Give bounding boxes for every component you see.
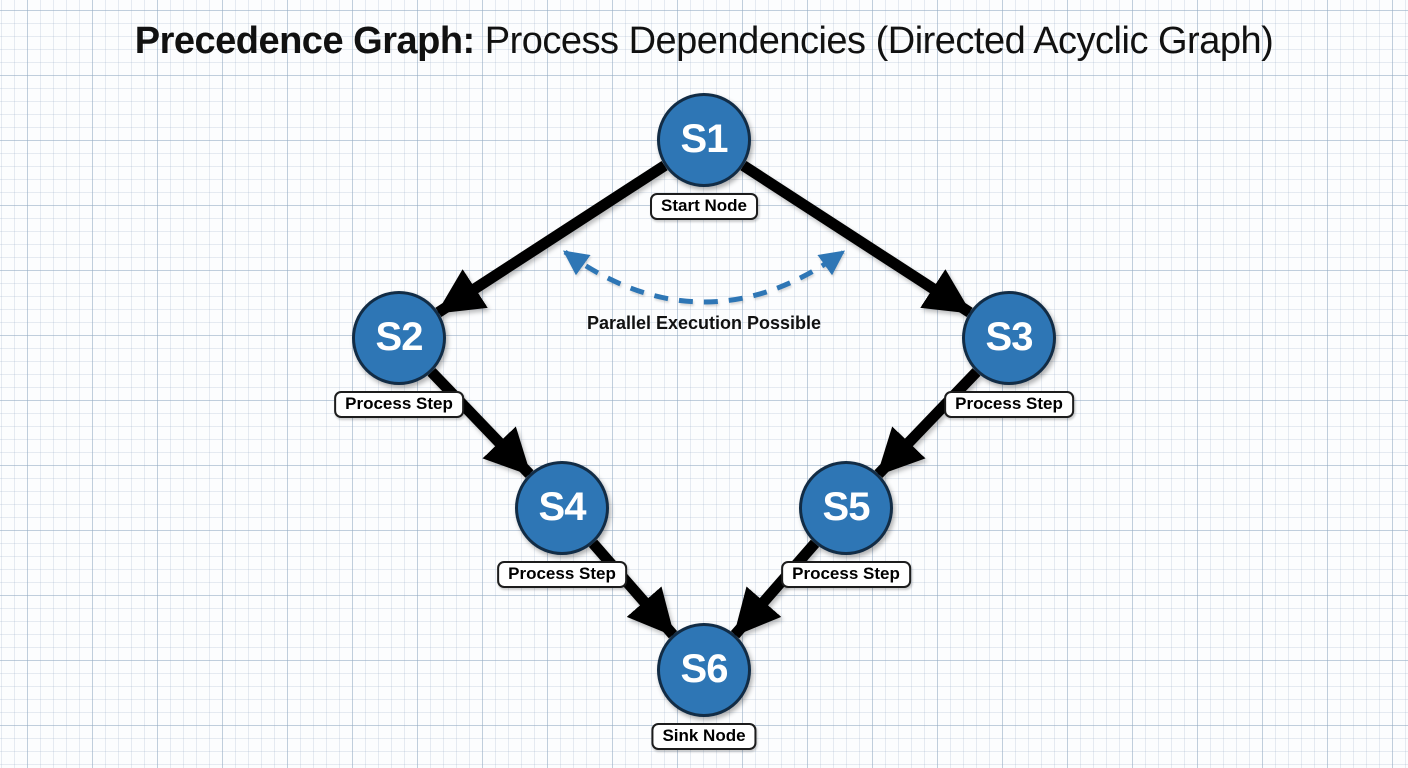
node-s4-label: S4 [538, 484, 587, 529]
node-s1-circle: S1 [657, 93, 751, 187]
node-s2: S2 Process Step [334, 291, 464, 418]
edge-s1-s3 [740, 160, 973, 318]
node-s1-badge: Start Node [650, 193, 758, 220]
node-s6-label: S6 [680, 646, 729, 691]
node-s3-label: S3 [985, 314, 1034, 359]
node-s1-label: S1 [680, 116, 729, 161]
edge-s1-s2 [435, 160, 668, 318]
node-s6-badge: Sink Node [651, 723, 757, 750]
node-s6: S6 Sink Node [651, 623, 757, 750]
title-prefix: Precedence Graph: [134, 20, 475, 62]
node-s3-badge: Process Step [944, 391, 1074, 418]
edge-s4-s6 [588, 539, 678, 639]
node-s4: S4 Process Step [497, 461, 627, 588]
node-s2-circle: S2 [352, 291, 446, 385]
diagram-title: Precedence Graph: Process Dependencies (… [0, 20, 1408, 63]
edge-s3-s5 [874, 368, 981, 478]
node-s4-badge: Process Step [497, 561, 627, 588]
title-suffix: Process Dependencies (Directed Acyclic G… [474, 20, 1274, 62]
node-s2-badge: Process Step [334, 391, 464, 418]
node-s5-circle: S5 [799, 461, 893, 555]
edge-s2-s4 [427, 368, 534, 478]
parallel-execution-label: Parallel Execution Possible [586, 313, 822, 333]
edge-s5-s6 [730, 539, 820, 639]
node-s5-label: S5 [822, 484, 871, 529]
node-s3: S3 Process Step [944, 291, 1074, 418]
node-s5: S5 Process Step [781, 461, 911, 588]
node-s3-circle: S3 [962, 291, 1056, 385]
node-s1: S1 Start Node [650, 93, 758, 220]
parallel-execution-arrow [562, 249, 846, 305]
dependency-edges [427, 160, 981, 639]
node-s5-badge: Process Step [781, 561, 911, 588]
node-s2-label: S2 [375, 314, 424, 359]
node-s6-circle: S6 [657, 623, 751, 717]
node-s4-circle: S4 [515, 461, 609, 555]
